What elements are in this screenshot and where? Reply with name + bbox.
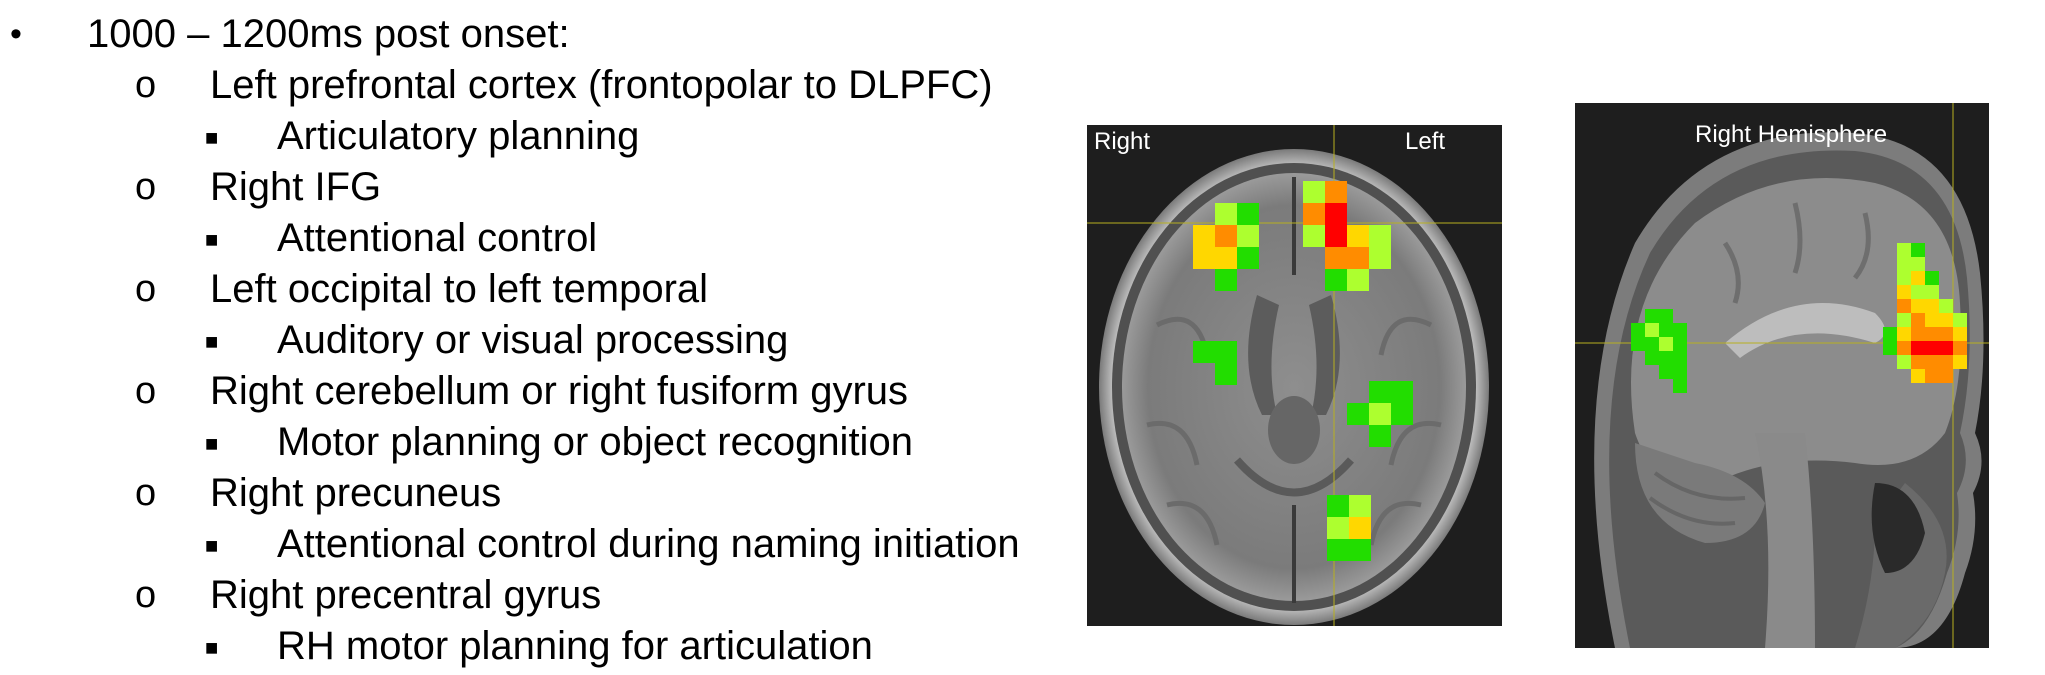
bullet-circle-icon: o bbox=[135, 472, 157, 514]
function-label: Auditory or visual processing bbox=[277, 318, 789, 362]
bullet-square-icon: ■ bbox=[205, 227, 219, 252]
function-label: Attentional control bbox=[277, 216, 598, 260]
bullet-dot-icon: • bbox=[10, 15, 22, 53]
bullet-circle-icon: o bbox=[135, 166, 157, 208]
activation-cluster-right-ifg bbox=[1193, 203, 1259, 291]
region-label: Right cerebellum or right fusiform gyrus bbox=[210, 369, 909, 413]
bullet-circle-icon: o bbox=[135, 574, 157, 616]
region-label: Left prefrontal cortex (frontopolar to D… bbox=[210, 63, 993, 107]
sagittal-label: Right Hemisphere bbox=[1695, 121, 1888, 148]
axial-brain-image: Right Left bbox=[1087, 125, 1502, 626]
axial-label-left: Left bbox=[1405, 128, 1446, 155]
outline-title: 1000 – 1200ms post onset: bbox=[87, 12, 570, 56]
bullet-circle-icon: o bbox=[135, 370, 157, 412]
activation-cluster-left-prefrontal bbox=[1303, 181, 1391, 291]
function-label: Articulatory planning bbox=[277, 114, 640, 158]
bullet-circle-icon: o bbox=[135, 268, 157, 310]
activation-cluster-frontal bbox=[1883, 243, 1967, 383]
bullet-square-icon: ■ bbox=[205, 329, 219, 354]
region-label: Right IFG bbox=[210, 165, 382, 209]
function-label: RH motor planning for articulation bbox=[277, 624, 873, 668]
activation-cluster-precuneus bbox=[1631, 309, 1687, 393]
sagittal-brain-image: Right Hemisphere bbox=[1575, 103, 1989, 648]
function-label: Motor planning or object recognition bbox=[277, 420, 913, 464]
region-label: Right precuneus bbox=[210, 471, 502, 515]
bullet-circle-icon: o bbox=[135, 64, 157, 106]
region-label: Right precentral gyrus bbox=[210, 573, 602, 617]
activation-cluster-right-temporal bbox=[1193, 341, 1237, 385]
bullet-square-icon: ■ bbox=[205, 635, 219, 660]
bullet-square-icon: ■ bbox=[205, 533, 219, 558]
activation-cluster-left-occipital bbox=[1327, 495, 1371, 561]
function-label: Attentional control during naming initia… bbox=[277, 522, 1020, 566]
bullet-square-icon: ■ bbox=[205, 431, 219, 456]
region-label: Left occipital to left temporal bbox=[210, 267, 709, 311]
bullet-square-icon: ■ bbox=[205, 125, 219, 150]
axial-label-right: Right bbox=[1094, 128, 1151, 155]
activation-cluster-left-temporal bbox=[1347, 381, 1413, 447]
